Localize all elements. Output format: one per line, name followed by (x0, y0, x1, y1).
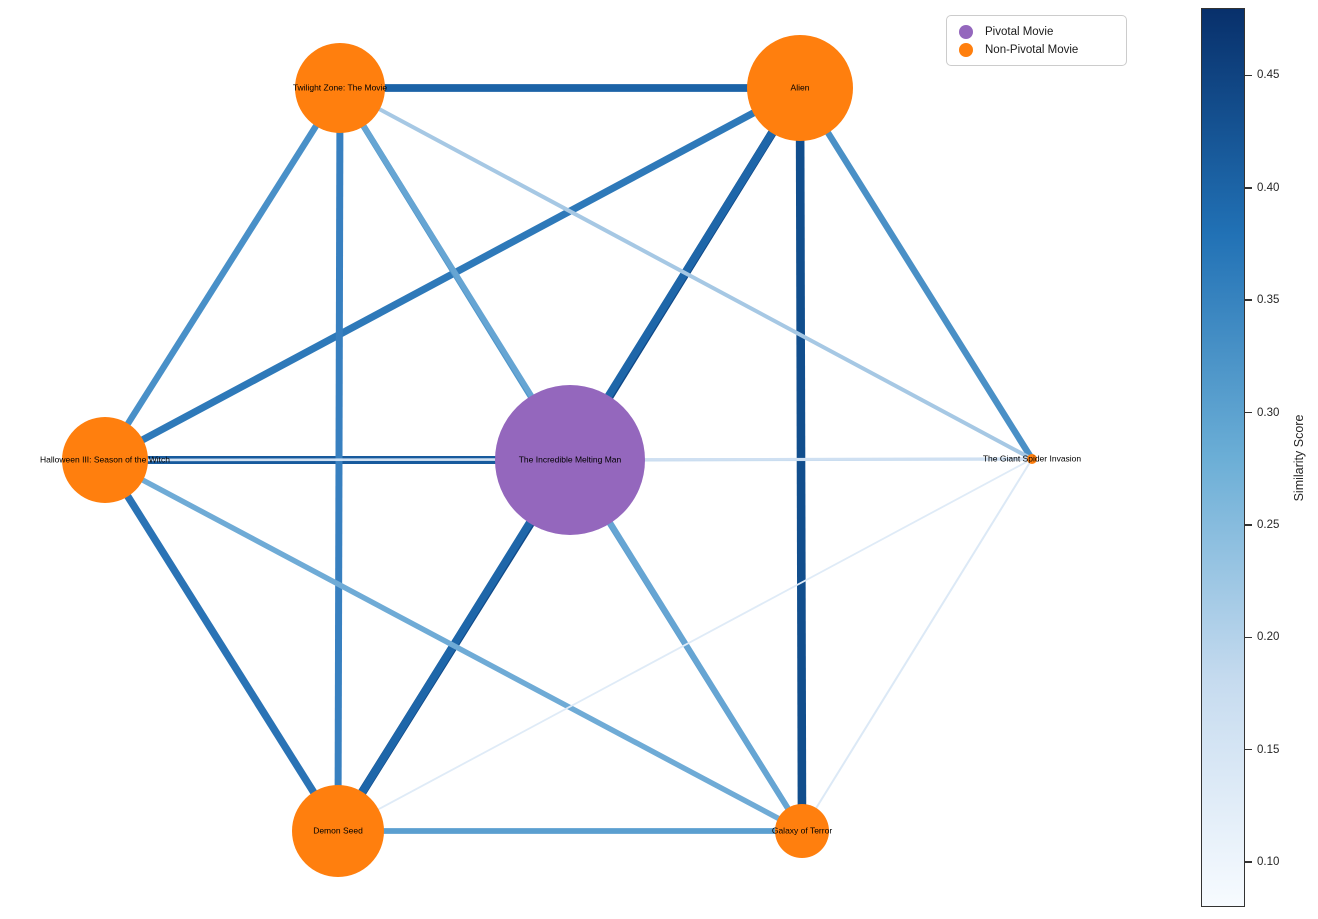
edge-tz-h3 (102, 86, 343, 462)
node-gt (775, 804, 829, 858)
edge-h3-gt (103, 457, 804, 834)
node-alien (747, 35, 853, 141)
node-label-h3: Halloween III: Season of the Witch (40, 454, 170, 464)
colorbar-tick-label: 0.15 (1257, 743, 1280, 756)
colorbar-gradient (1201, 8, 1245, 907)
colorbar-tick-label: 0.30 (1257, 406, 1280, 419)
edge-gsi-ds (337, 458, 1033, 832)
colorbar-axis-label: Similarity Score (1292, 414, 1306, 502)
pivotal-movie-dot-icon (959, 24, 973, 39)
legend-label-pivotal: Pivotal Movie (985, 25, 1054, 38)
colorbar-tick-mark (1245, 411, 1252, 414)
colorbar-tick-mark (1245, 524, 1252, 526)
node-label-gsi: The Giant Spider Invasion (983, 453, 1082, 463)
legend-item-non-pivotal: Non-Pivotal Movie (959, 42, 1126, 57)
colorbar-tick-label: 0.20 (1257, 631, 1280, 644)
colorbar-tick-mark (1245, 187, 1252, 189)
legend: Pivotal Movie Non-Pivotal Movie (946, 15, 1127, 66)
edge-alien-gsi (797, 86, 1035, 461)
colorbar-tick-label: 0.35 (1257, 294, 1280, 307)
node-tz (295, 43, 385, 133)
colorbar-tick-label: 0.10 (1257, 856, 1280, 869)
legend-label-non-pivotal: Non-Pivotal Movie (985, 43, 1079, 56)
colorbar-tick-label: 0.25 (1257, 518, 1280, 531)
edge-gsi-gt (801, 458, 1033, 832)
node-gsi (1027, 454, 1037, 464)
non-pivotal-movie-dot-icon (959, 42, 973, 57)
node-imm (495, 385, 645, 535)
node-label-ds: Demon Seed (313, 825, 363, 835)
edge-h3-ds (101, 458, 342, 833)
colorbar-tick-mark (1245, 74, 1252, 77)
colorbar-tick-mark (1245, 861, 1252, 863)
colorbar-tick-label: 0.40 (1257, 181, 1280, 194)
node-label-alien: Alien (791, 82, 810, 92)
colorbar-tick-label: 0.45 (1257, 69, 1280, 82)
colorbar-tick-mark (1245, 748, 1252, 751)
colorbar-tick-mark (1245, 299, 1252, 301)
node-label-imm: The Incredible Melting Man (519, 454, 622, 464)
node-label-gt: Galaxy of Terror (772, 825, 832, 835)
node-label-tz: Twilight Zone: The Movie (293, 82, 388, 92)
legend-item-pivotal: Pivotal Movie (959, 24, 1126, 39)
colorbar-tick-mark (1245, 636, 1252, 639)
edge-tz-gsi (339, 86, 1033, 461)
node-h3 (62, 417, 148, 503)
node-ds (292, 785, 384, 877)
